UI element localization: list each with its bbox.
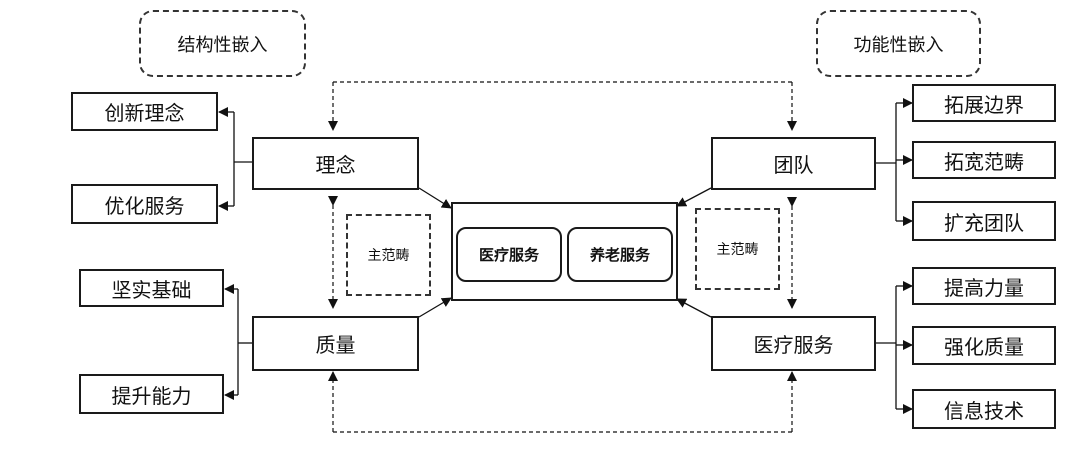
structural-embedding-label: 结构性嵌入 — [139, 10, 306, 77]
medical-child-2: 强化质量 — [912, 326, 1056, 365]
concept-node: 理念 — [252, 137, 419, 190]
team-child-2: 拓宽范畴 — [912, 141, 1056, 179]
functional-embedding-label: 功能性嵌入 — [816, 10, 981, 77]
quality-child-2: 提升能力 — [79, 374, 224, 414]
quality-child-1: 坚实基础 — [79, 269, 224, 307]
quality-node: 质量 — [252, 316, 419, 371]
team-node: 团队 — [711, 137, 876, 190]
arrow-concept-to-center — [418, 187, 452, 209]
concept-child-2: 优化服务 — [71, 184, 218, 224]
left-main-category: 主范畴 — [346, 214, 431, 296]
right-main-category: 主范畴 — [695, 208, 780, 290]
center-elderly-care: 养老服务 — [567, 227, 673, 282]
team-child-3: 扩充团队 — [912, 201, 1056, 241]
concept-child-1: 创新理念 — [71, 92, 218, 131]
center-medical-service: 医疗服务 — [456, 227, 562, 282]
medical-service-node: 医疗服务 — [711, 316, 876, 371]
arrow-team-to-center — [676, 187, 712, 207]
medical-child-1: 提高力量 — [912, 267, 1056, 305]
arrow-medical-to-center — [676, 298, 712, 318]
medical-child-3: 信息技术 — [912, 389, 1056, 429]
team-child-1: 拓展边界 — [912, 84, 1056, 122]
arrow-quality-to-center — [418, 297, 452, 318]
